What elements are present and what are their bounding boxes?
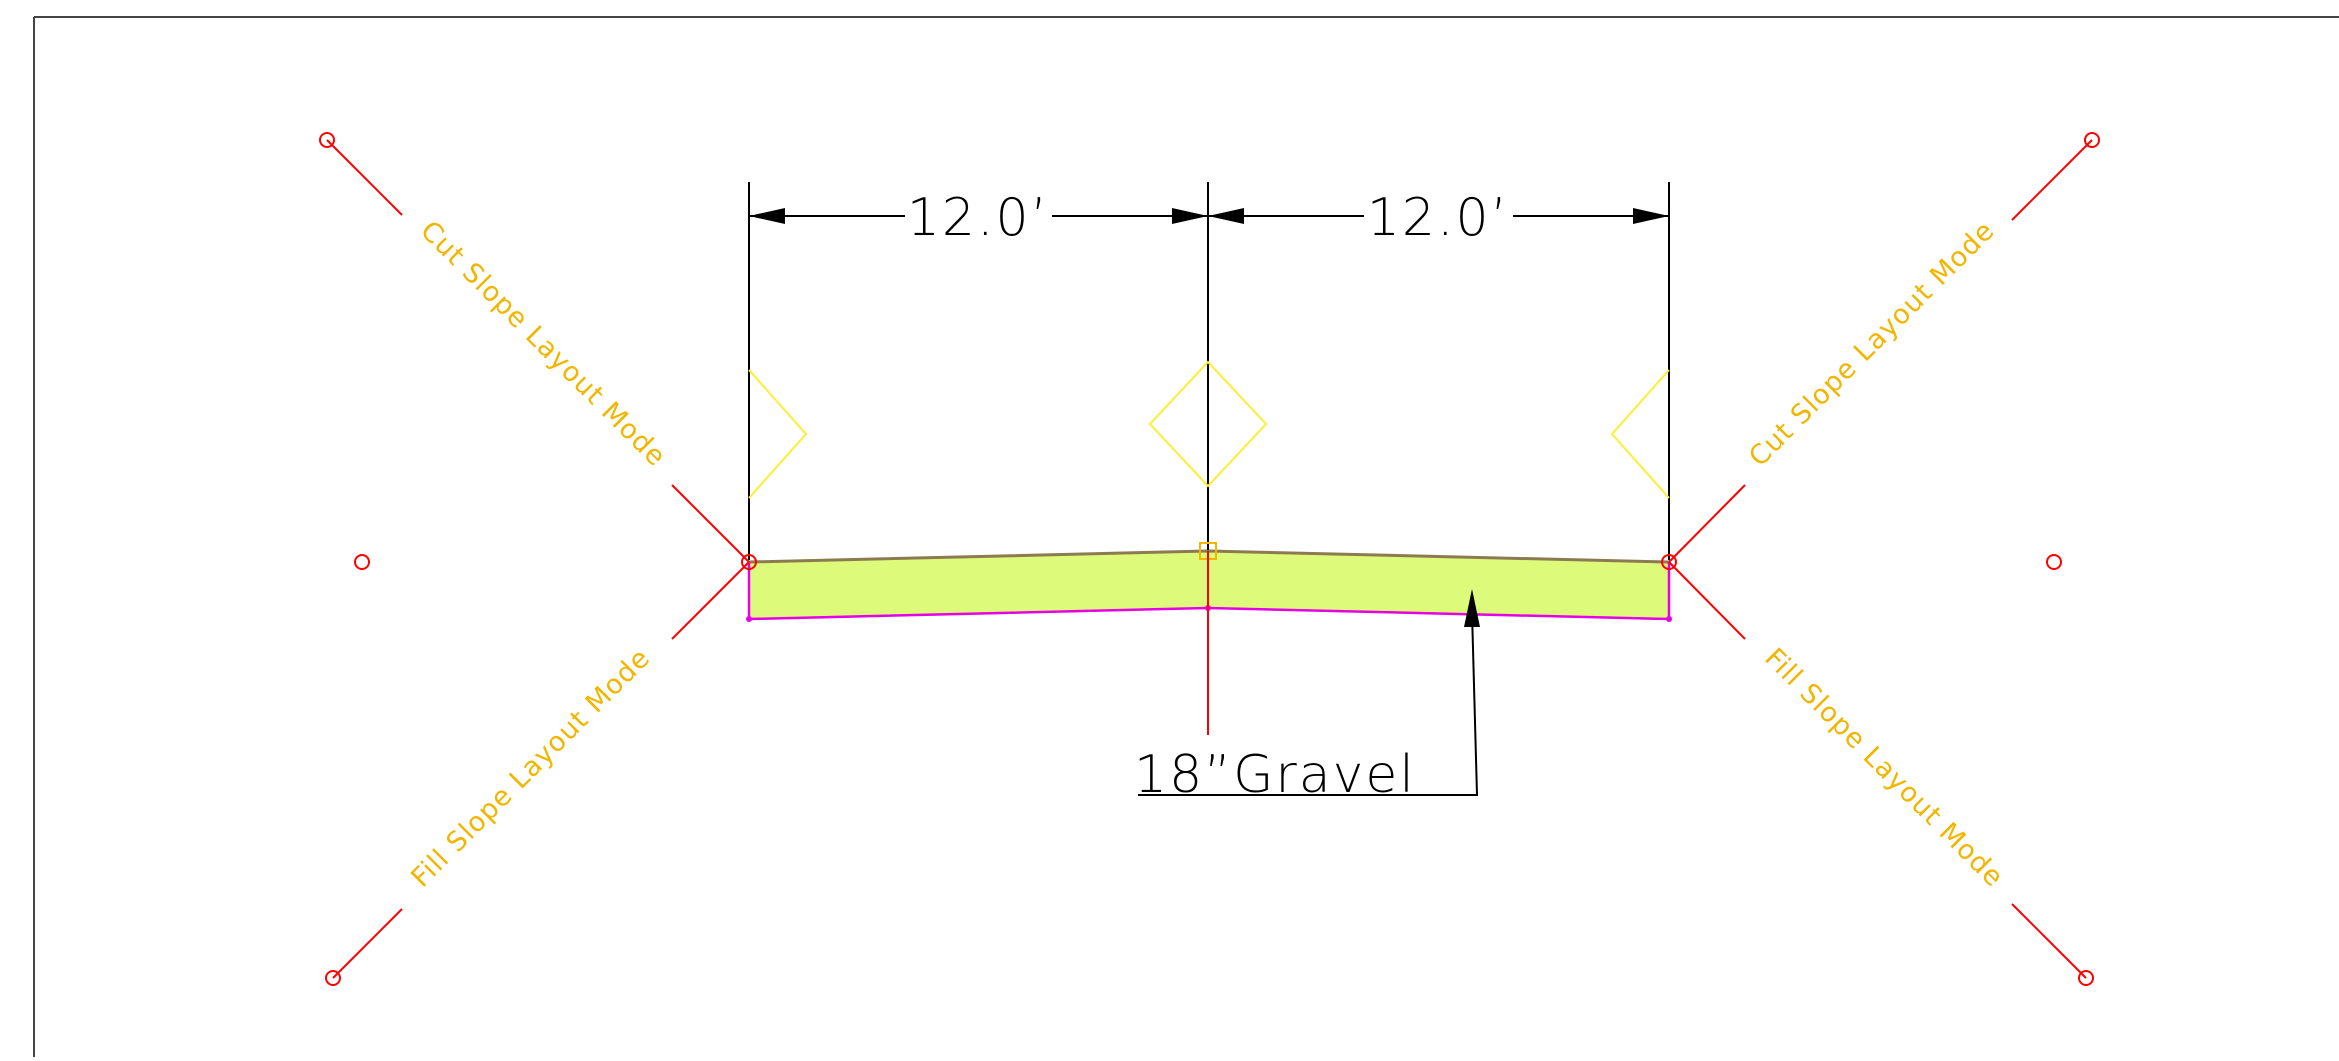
gravel-bottom-left-node <box>746 616 752 622</box>
callout-leader-line <box>1138 611 1479 796</box>
dimension-left[interactable]: 12.0’ <box>749 188 1208 248</box>
material-callout[interactable]: 18”Gravel <box>1134 589 1480 805</box>
dimension-right[interactable]: 12.0’ <box>1208 188 1669 248</box>
callout-arrowhead <box>1464 589 1480 627</box>
right-cut-end-handle[interactable] <box>2084 132 2100 148</box>
target-marker-right[interactable] <box>1610 369 1670 499</box>
dimension-left-label: 12.0’ <box>907 188 1049 248</box>
right-fill-slope-line-upper[interactable] <box>1668 561 1746 640</box>
dimension-right-arrow-end <box>1633 208 1669 224</box>
extension-lines <box>748 182 1670 560</box>
left-hinge-handle[interactable] <box>741 554 757 570</box>
slope-handles <box>319 132 2100 986</box>
left-fill-mode-label[interactable]: Fill Slope Layout Mode <box>405 642 656 893</box>
left-fill-slope-line-upper[interactable] <box>671 561 750 640</box>
left-side-handle[interactable] <box>354 554 370 570</box>
target-marker-left[interactable] <box>748 369 808 499</box>
target-markers <box>748 360 1670 560</box>
left-cut-slope-line-lower[interactable] <box>671 484 750 563</box>
right-fill-slope-line-lower[interactable] <box>2011 903 2087 979</box>
dimension-right-arrow-start <box>1208 208 1244 224</box>
slope-lines <box>326 139 2093 979</box>
right-side-handle[interactable] <box>2046 554 2062 570</box>
material-label: 18”Gravel <box>1134 745 1416 805</box>
left-fill-slope-line-lower[interactable] <box>332 908 403 979</box>
right-cut-slope-line-upper[interactable] <box>2011 139 2093 221</box>
dimension-left-arrow-end <box>1172 208 1208 224</box>
right-fill-end-handle[interactable] <box>2078 970 2094 986</box>
right-cut-mode-label[interactable]: Cut Slope Layout Mode <box>1743 215 2001 473</box>
dimension-left-arrow-start <box>749 208 785 224</box>
right-hinge-handle[interactable] <box>1661 554 1677 570</box>
right-cut-slope-line-lower[interactable] <box>1668 484 1746 563</box>
left-cut-mode-label[interactable]: Cut Slope Layout Mode <box>414 215 672 473</box>
gravel-bottom-right-node <box>1666 616 1672 622</box>
dimension-right-label: 12.0’ <box>1367 188 1509 248</box>
left-fill-end-handle[interactable] <box>325 970 341 986</box>
target-marker-center[interactable] <box>1148 360 1268 488</box>
drawing-frame <box>33 16 2339 1057</box>
left-cut-end-handle[interactable] <box>319 132 335 148</box>
right-fill-mode-label[interactable]: Fill Slope Layout Mode <box>1758 642 2009 893</box>
left-cut-slope-line-upper[interactable] <box>326 139 403 216</box>
